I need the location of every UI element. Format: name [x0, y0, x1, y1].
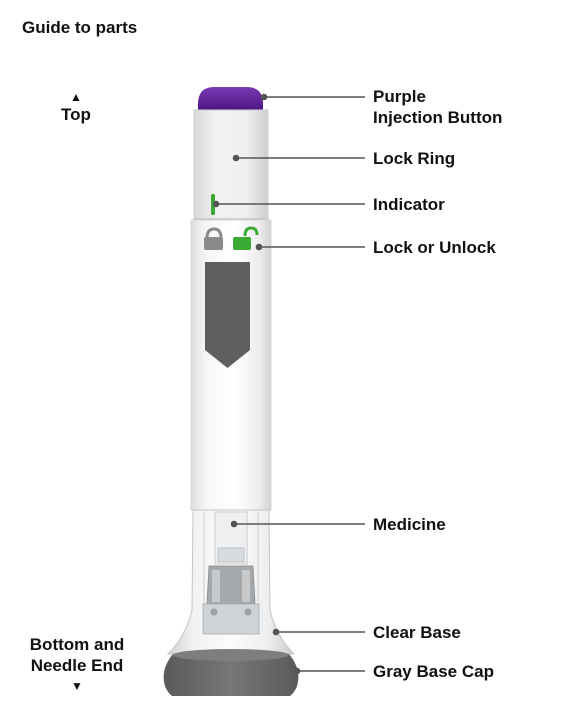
up-arrow-icon: ▲ — [70, 90, 82, 104]
viewing-window — [205, 262, 250, 368]
page-title: Guide to parts — [22, 18, 138, 37]
label-purple-line2: Injection Button — [373, 108, 503, 127]
bottom-label-line1: Bottom and — [29, 635, 125, 654]
padlock-open-icon — [233, 226, 259, 250]
label-gray-base-cap: Gray Base Cap — [373, 662, 494, 681]
label-medicine: Medicine — [373, 515, 446, 534]
label-indicator: Indicator — [373, 195, 445, 214]
padlock-closed-icon — [204, 227, 223, 250]
leader-lines — [212, 93, 365, 675]
top-label: Top — [61, 105, 91, 124]
bottom-label-line2: Needle End — [30, 656, 124, 675]
down-arrow-icon: ▼ — [71, 679, 83, 693]
purple-injection-button — [198, 87, 263, 111]
gray-base-cap — [163, 654, 299, 696]
label-purple-line1: Purple — [373, 87, 426, 106]
label-purple-injection-button: Purple Injection Button — [373, 86, 502, 128]
label-lock-ring: Lock Ring — [373, 149, 456, 168]
top-indicator: ▲ Top — [50, 90, 102, 125]
lock-ring — [193, 109, 269, 221]
bottom-indicator: Bottom and Needle End ▼ — [18, 634, 136, 693]
label-lock-or-unlock: Lock or Unlock — [373, 238, 496, 257]
label-clear-base: Clear Base — [373, 623, 461, 642]
